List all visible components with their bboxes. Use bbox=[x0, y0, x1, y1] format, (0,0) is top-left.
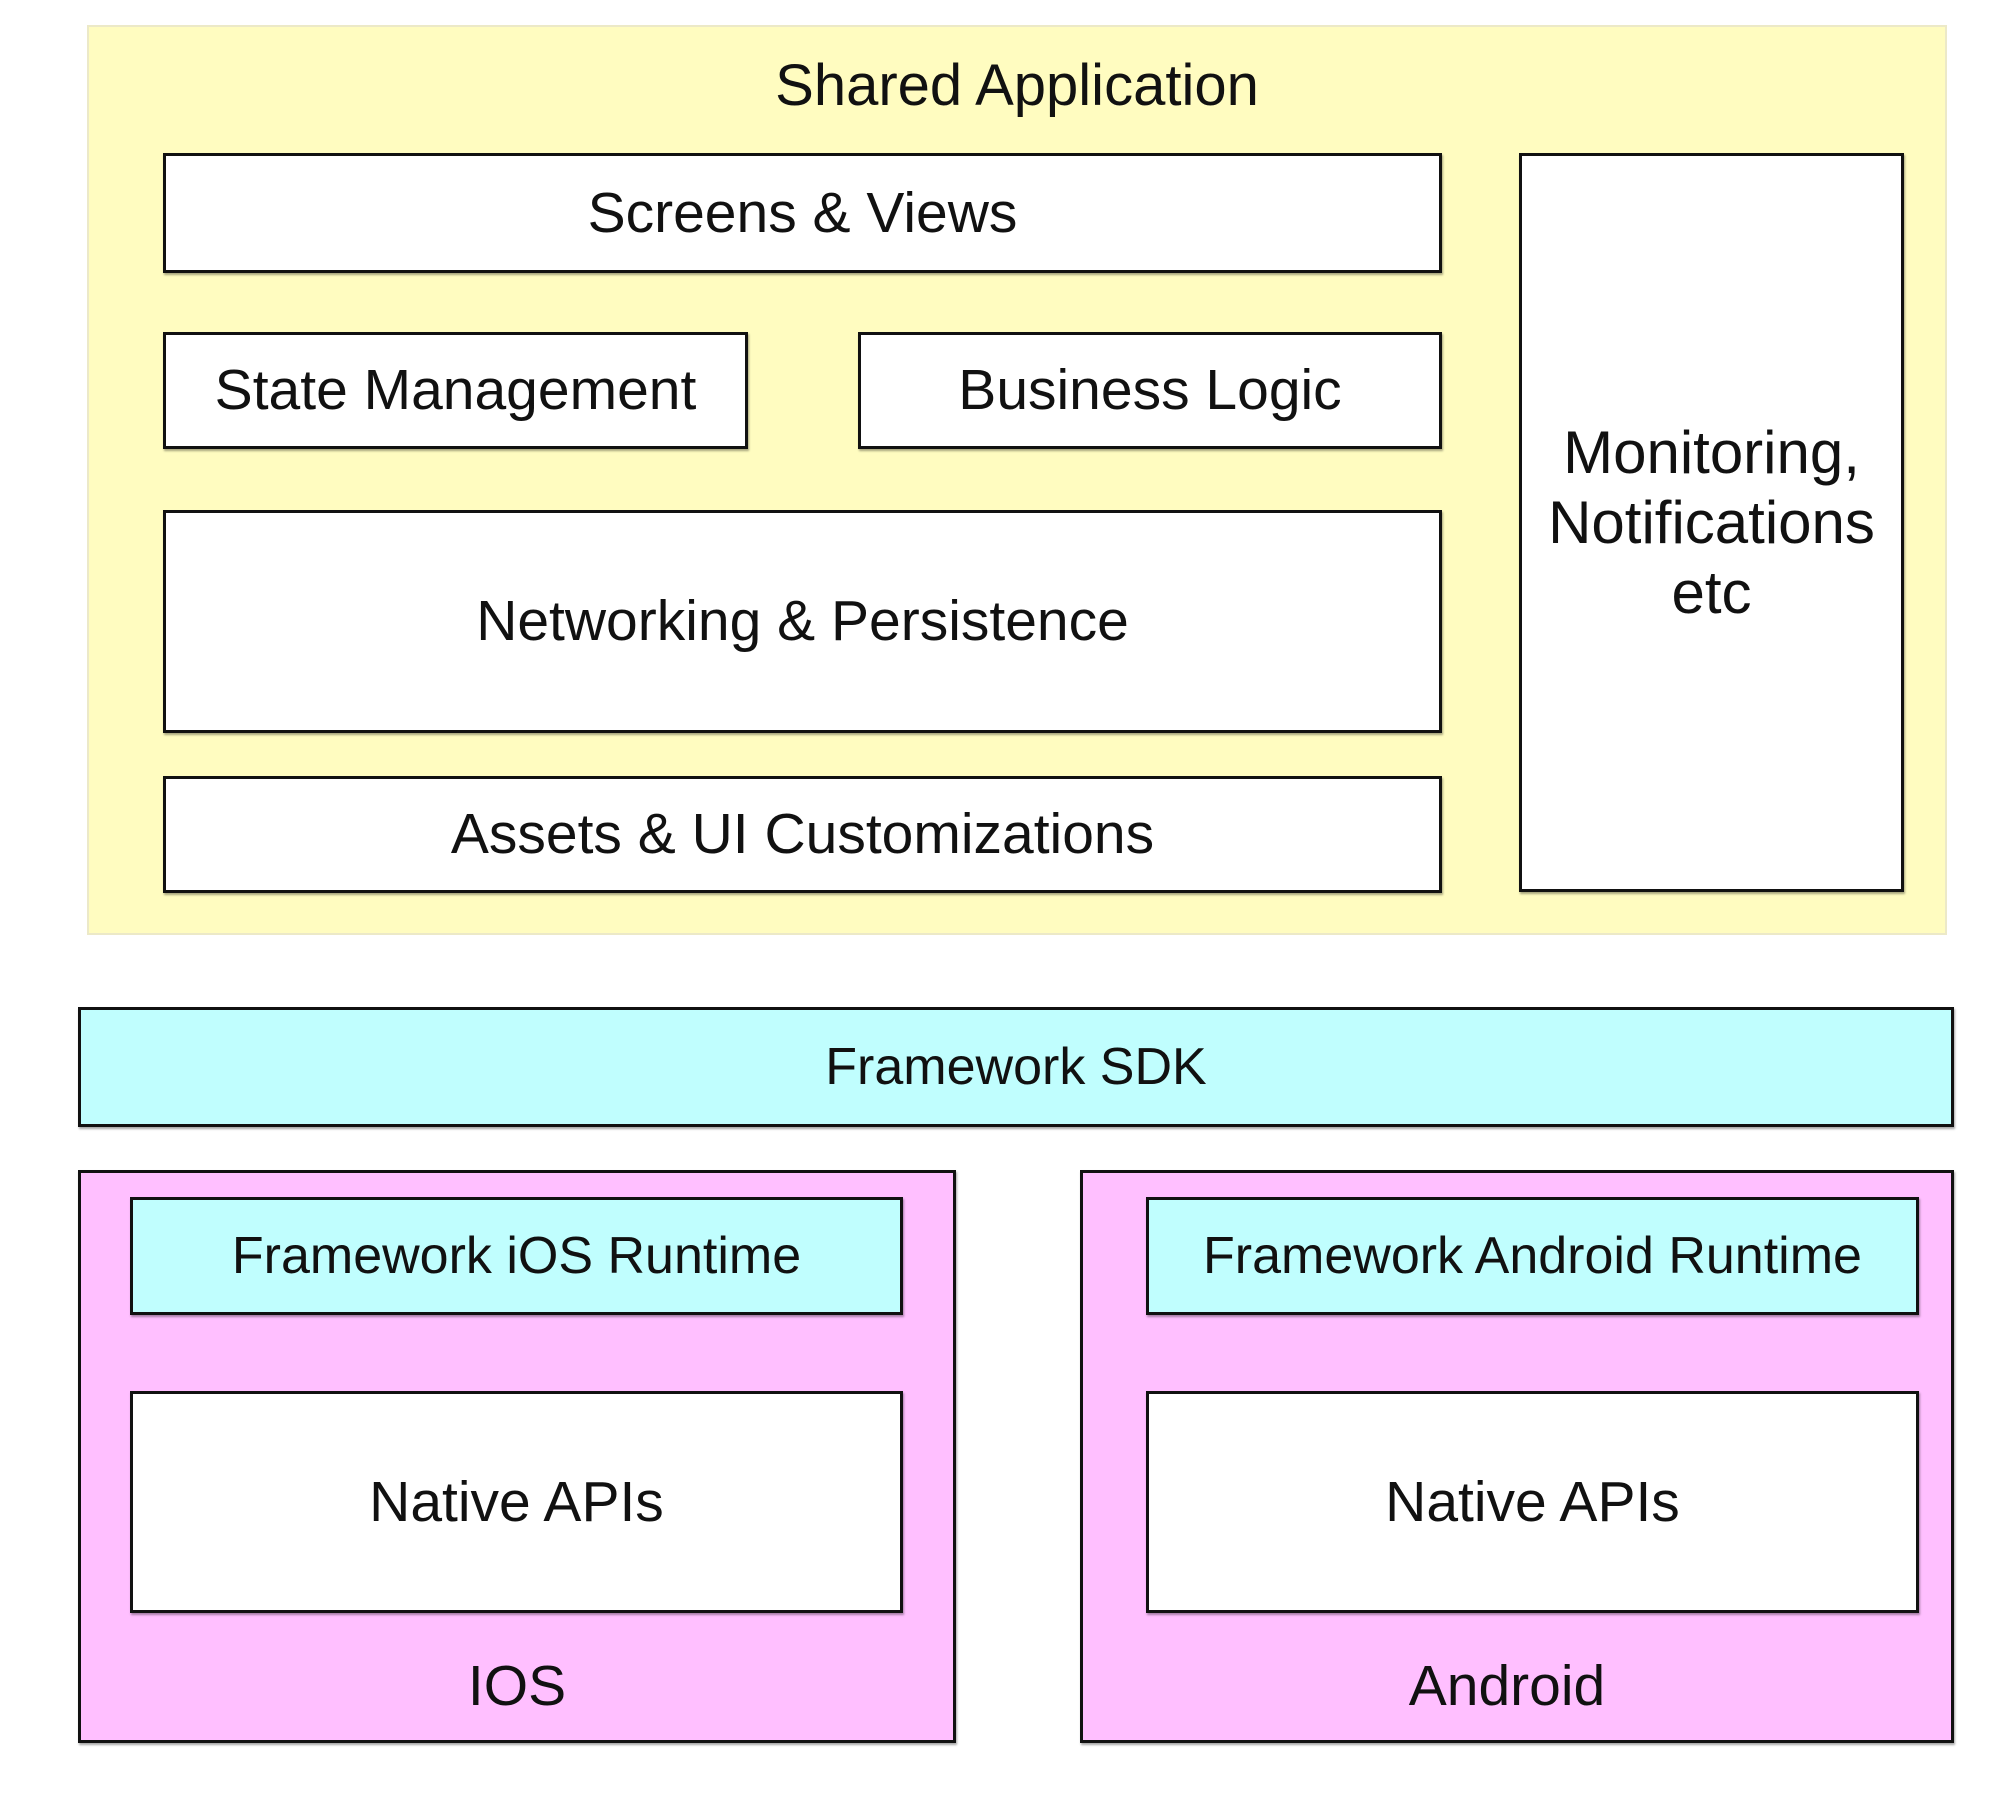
android-runtime-label: Framework Android Runtime bbox=[1203, 1227, 1862, 1285]
assets-ui-customizations-label: Assets & UI Customizations bbox=[450, 802, 1155, 866]
framework-sdk-box: Framework SDK bbox=[78, 1007, 1954, 1127]
ios-runtime-box: Framework iOS Runtime bbox=[130, 1197, 903, 1315]
ios-native-apis-box: Native APIs bbox=[130, 1391, 903, 1613]
android-platform-label: Android bbox=[1408, 1654, 1606, 1718]
assets-ui-customizations-box: Assets & UI Customizations bbox=[163, 776, 1442, 893]
ios-platform-label: IOS bbox=[467, 1654, 567, 1718]
state-management-box: State Management bbox=[163, 332, 748, 449]
android-native-apis-label: Native APIs bbox=[1385, 1469, 1680, 1534]
screens-views-label: Screens & Views bbox=[587, 180, 1018, 245]
framework-sdk-label: Framework SDK bbox=[825, 1038, 1207, 1096]
android-runtime-box: Framework Android Runtime bbox=[1146, 1197, 1919, 1315]
business-logic-box: Business Logic bbox=[858, 332, 1442, 449]
networking-persistence-label: Networking & Persistence bbox=[476, 589, 1129, 653]
networking-persistence-box: Networking & Persistence bbox=[163, 510, 1442, 733]
monitoring-notifications-box: Monitoring, Notifications etc bbox=[1519, 153, 1904, 892]
screens-views-box: Screens & Views bbox=[163, 153, 1442, 273]
shared-application-title: Shared Application bbox=[775, 53, 1259, 118]
state-management-label: State Management bbox=[214, 358, 697, 422]
monitoring-notifications-label: Monitoring, Notifications etc bbox=[1548, 418, 1875, 626]
android-native-apis-box: Native APIs bbox=[1146, 1391, 1919, 1613]
ios-runtime-label: Framework iOS Runtime bbox=[231, 1227, 802, 1285]
business-logic-label: Business Logic bbox=[958, 358, 1342, 422]
ios-native-apis-label: Native APIs bbox=[369, 1469, 664, 1534]
